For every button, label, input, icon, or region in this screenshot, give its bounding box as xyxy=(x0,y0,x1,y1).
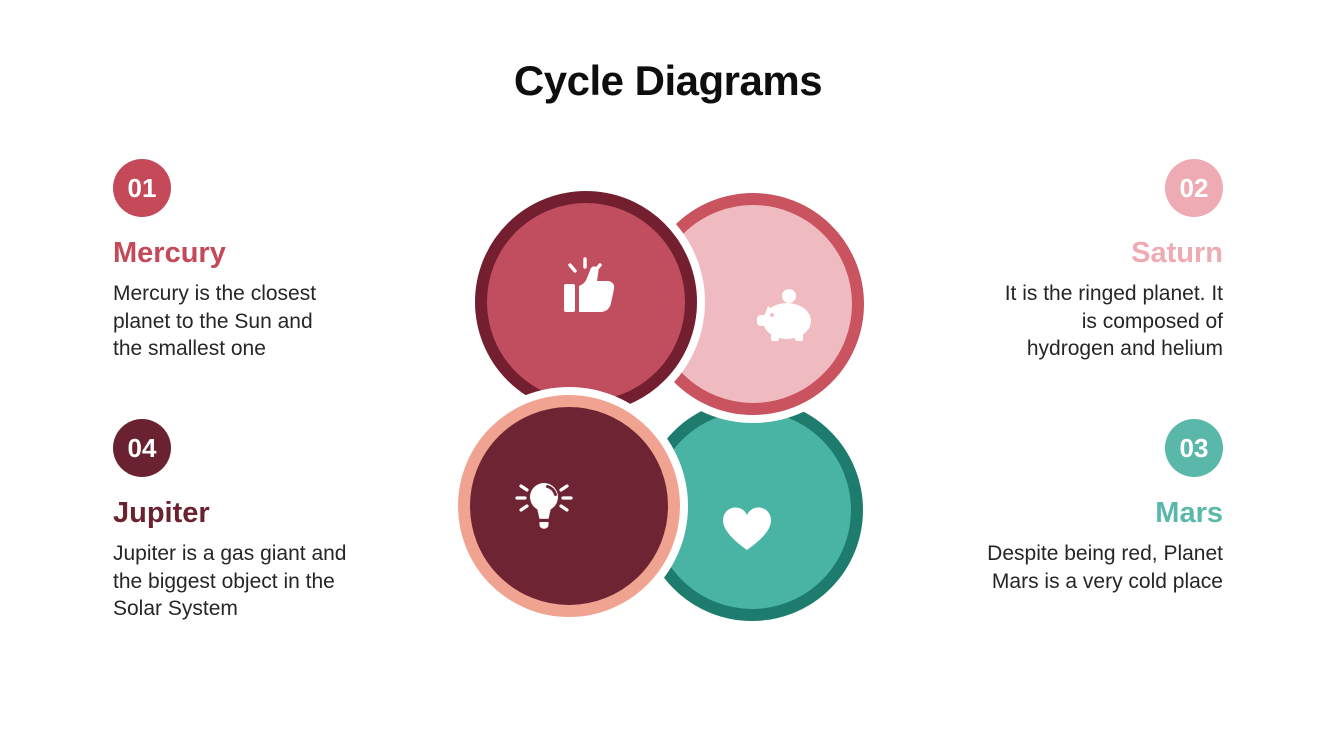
item-description: Mercury is the closest planet to the Sun… xyxy=(113,282,317,361)
item-name: Saturn xyxy=(1131,237,1223,269)
page-title: Cycle Diagrams xyxy=(513,57,823,104)
jupiter-circle xyxy=(450,387,688,625)
cycle-diagram-svg xyxy=(450,183,872,629)
item-name: Jupiter xyxy=(113,497,210,529)
thumbs-up-icon xyxy=(564,257,615,312)
item-saturn: 02 Saturn It is the ringed planet. It is… xyxy=(923,159,1223,362)
cycle-diagram xyxy=(440,158,900,638)
item-description: Jupiter is a gas giant and the biggest o… xyxy=(113,542,347,621)
item-mars: 03 Mars Despite being red, Planet Mars i… xyxy=(923,419,1223,595)
piggy-bank-icon xyxy=(757,289,811,341)
item-number-badge: 03 xyxy=(1165,419,1223,477)
item-number-badge: 01 xyxy=(113,159,171,217)
mars-circle xyxy=(633,391,871,629)
item-name: Mercury xyxy=(113,237,226,269)
item-number-badge: 04 xyxy=(113,419,171,477)
item-description: Despite being red, Planet Mars is a very… xyxy=(987,542,1223,593)
item-name: Mars xyxy=(1155,497,1223,529)
item-mercury: 01 Mercury Mercury is the closest planet… xyxy=(113,159,413,362)
mercury-circle xyxy=(467,183,705,421)
saturn-circle xyxy=(634,185,872,423)
item-number-badge: 02 xyxy=(1165,159,1223,217)
item-description: It is the ringed planet. It is composed … xyxy=(1004,282,1223,361)
item-jupiter: 04 Jupiter Jupiter is a gas giant and th… xyxy=(113,419,413,622)
light-bulb-icon xyxy=(515,483,573,529)
heart-icon xyxy=(723,507,771,550)
